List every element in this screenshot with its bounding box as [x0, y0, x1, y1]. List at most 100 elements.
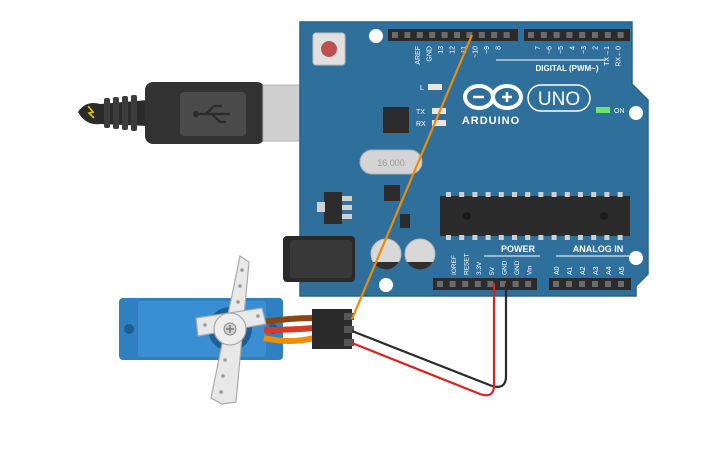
chip-pin	[564, 192, 570, 197]
header-hole	[487, 281, 494, 287]
chip-pin	[578, 192, 583, 197]
header-hole	[512, 281, 519, 287]
chip-notch	[600, 212, 608, 220]
mounting-hole	[379, 278, 393, 292]
chip-pin	[485, 192, 491, 197]
header-hole	[478, 32, 485, 38]
chip-pin	[617, 192, 623, 197]
chip-pin	[525, 192, 531, 197]
digital-pin-label: 8	[496, 46, 503, 50]
rx-led	[432, 120, 446, 126]
header-hole	[579, 32, 586, 38]
chip-pin	[512, 192, 517, 197]
digital-pin-label: AREF	[415, 46, 422, 65]
servo-wire-red	[263, 325, 315, 333]
digital-header-holes	[392, 32, 624, 38]
tx-led-label: TX	[416, 109, 425, 116]
header-hole	[474, 281, 481, 287]
chip-notch	[463, 212, 471, 220]
power-wire[interactable]	[351, 283, 496, 397]
mounting-hole	[629, 106, 643, 120]
small-chip	[384, 185, 400, 201]
header-hole	[579, 281, 585, 287]
chip-pin	[617, 235, 623, 240]
uno-badge	[527, 84, 591, 112]
header-hole	[466, 32, 473, 38]
horn-hole	[240, 268, 244, 272]
l-led	[428, 84, 442, 90]
usb-cable-ridge	[131, 95, 137, 131]
rx-led-label: RX	[416, 121, 426, 128]
signal-wire[interactable]	[350, 34, 474, 320]
digital-pin-label: 2	[593, 46, 600, 50]
power-pin-label: IOREF	[451, 255, 458, 275]
power-pin-label: GND	[501, 260, 508, 275]
horn-hole	[221, 374, 225, 378]
ground-wire[interactable]	[351, 283, 508, 388]
chip-pins-bottom	[446, 235, 623, 240]
power-pin-label: RESET	[464, 253, 471, 275]
digital-pin-label: RX←0	[616, 46, 623, 67]
chip-pin	[472, 235, 478, 240]
chip-pin	[564, 235, 570, 240]
chip-pin	[459, 192, 465, 197]
chip-pin	[459, 235, 465, 240]
transistor	[400, 214, 410, 228]
header-hole	[604, 32, 611, 38]
power-header	[433, 278, 537, 290]
chip-pin	[512, 235, 517, 240]
regulator-tab	[317, 202, 325, 212]
servo-motor	[119, 255, 354, 405]
chip-pin	[498, 192, 504, 197]
capacitor-stripe	[373, 262, 399, 270]
on-label: ON	[614, 108, 625, 115]
header-hole	[454, 32, 460, 38]
analog-pin-label: A4	[606, 266, 613, 275]
usb-power-symbol-icon	[87, 105, 95, 119]
usb-trident-icon	[196, 104, 230, 124]
bottom-header-holes	[437, 281, 624, 287]
header-hole	[429, 32, 436, 38]
servo-horn-holes	[203, 268, 260, 394]
digital-header-right	[524, 29, 630, 41]
digital-pin-label: 7	[535, 46, 542, 50]
chip-pin	[604, 192, 610, 197]
power-pin-label: Vin	[527, 265, 534, 275]
chip-pin	[591, 235, 597, 240]
header-hole	[553, 281, 559, 287]
analog-pin-label: A0	[554, 266, 561, 275]
digital-pin-label: ~10	[473, 46, 480, 58]
mounting-hole	[629, 251, 643, 265]
digital-pin-label: 12	[450, 46, 457, 54]
horn-hole	[203, 323, 207, 327]
header-hole	[553, 32, 560, 38]
header-hole	[592, 281, 598, 287]
digital-pin-label: GND	[427, 46, 434, 62]
header-hole	[437, 281, 443, 287]
atmega-chip	[440, 196, 630, 236]
regulator-leg	[342, 205, 352, 210]
board-brand: ARDUINO	[462, 115, 520, 127]
header-hole	[525, 281, 532, 287]
header-hole	[528, 32, 534, 38]
power-pin-label: GND	[514, 260, 521, 275]
arduino-uno-board: 16.000 ARDUINO UNO	[283, 21, 649, 297]
header-hole	[503, 32, 510, 38]
header-hole	[618, 281, 624, 287]
analog-pin-label: A2	[580, 266, 587, 275]
chip-pin	[591, 192, 597, 197]
chip-pin	[498, 235, 504, 240]
digital-pin-label: ~5	[558, 46, 565, 54]
header-hole	[392, 32, 398, 38]
usb-chip	[383, 107, 409, 133]
usb-cable-ridge	[113, 97, 119, 129]
connector-pin	[344, 313, 354, 320]
reset-button-cap[interactable]	[321, 41, 337, 57]
analog-header-title: ANALOG IN	[573, 244, 624, 254]
l-led-label: L	[420, 85, 424, 92]
board-model: UNO	[538, 89, 580, 110]
servo-wire-brown	[263, 315, 315, 325]
capacitor-stripe	[407, 262, 433, 270]
